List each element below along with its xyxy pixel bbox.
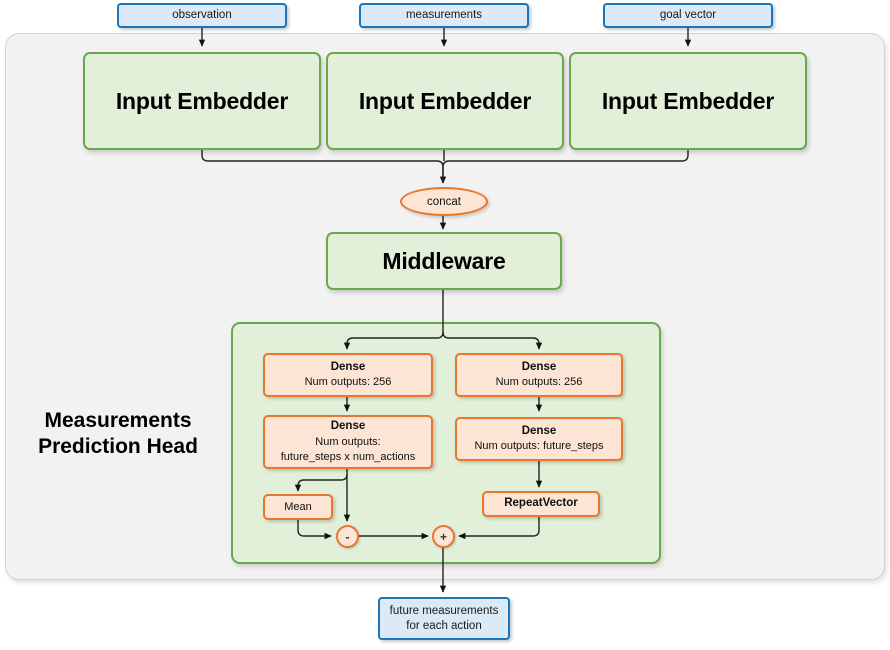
left-dense-256-header: Dense [330, 360, 366, 373]
add-operator[interactable]: + [432, 525, 455, 548]
add-operator-label: + [439, 529, 447, 544]
right-dense-256[interactable]: Dense Num outputs: 256 [455, 353, 623, 397]
output-box-line-2: for each action [406, 619, 482, 632]
concat-label: concat [427, 195, 461, 208]
input-box-observation[interactable]: observation [117, 3, 287, 28]
right-dense-future-steps[interactable]: Dense Num outputs: future_steps [455, 417, 623, 461]
right-dense-256-outputs: Num outputs: 256 [495, 376, 583, 389]
subtract-operator[interactable]: - [336, 525, 359, 548]
input-embedder-goal-vector-label: Input Embedder [601, 87, 775, 114]
input-box-goal-vector-label: goal vector [659, 9, 717, 22]
input-embedder-goal-vector[interactable]: Input Embedder [569, 52, 807, 150]
left-dense-future-outputs-line1: Num outputs: [315, 435, 381, 448]
input-box-observation-label: observation [172, 9, 232, 22]
head-label-line-2: Prediction Head [38, 435, 198, 459]
output-box-future-measurements[interactable]: future measurements for each action [378, 597, 510, 640]
input-box-goal-vector[interactable]: goal vector [603, 3, 773, 28]
input-embedder-observation-label: Input Embedder [115, 87, 289, 114]
left-dense-256-outputs: Num outputs: 256 [304, 376, 392, 389]
subtract-operator-label: - [345, 529, 350, 544]
right-dense-future-outputs: Num outputs: future_steps [474, 440, 604, 453]
input-embedder-measurements-label: Input Embedder [358, 87, 532, 114]
middleware-node[interactable]: Middleware [326, 232, 562, 290]
input-box-measurements[interactable]: measurements [359, 3, 529, 28]
middleware-label: Middleware [382, 247, 506, 274]
mean-node[interactable]: Mean [263, 494, 333, 520]
concat-node[interactable]: concat [400, 187, 488, 216]
right-dense-256-header: Dense [521, 360, 557, 373]
input-embedder-measurements[interactable]: Input Embedder [326, 52, 564, 150]
input-embedder-observation[interactable]: Input Embedder [83, 52, 321, 150]
input-box-measurements-label: measurements [405, 9, 483, 22]
head-label-line-1: Measurements [44, 409, 192, 432]
left-dense-future-header: Dense [330, 420, 366, 433]
mean-label: Mean [284, 500, 312, 513]
left-dense-256[interactable]: Dense Num outputs: 256 [263, 353, 433, 397]
measurements-prediction-head-label: Measurements Prediction Head [12, 408, 224, 461]
repeat-vector-node[interactable]: RepeatVector [482, 491, 600, 517]
right-dense-future-header: Dense [521, 424, 557, 437]
output-box-line-1: future measurements [389, 605, 499, 618]
left-dense-future-steps-actions[interactable]: Dense Num outputs: future_steps x num_ac… [263, 415, 433, 469]
left-dense-future-outputs-line2: future_steps x num_actions [280, 450, 416, 463]
repeat-vector-label: RepeatVector [504, 497, 578, 510]
